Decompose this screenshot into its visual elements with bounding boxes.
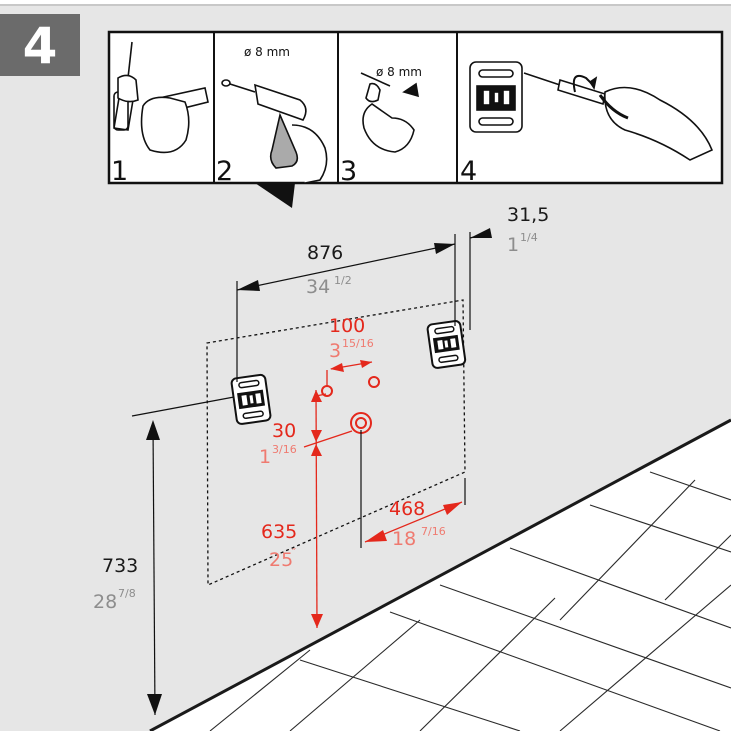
hole-spacing-mm-label: 100 [329,315,365,337]
floor-height-inch-fraction: 7/8 [118,587,136,600]
width-mm-label: 876 [307,242,343,264]
offset-inch-label: 1 [507,234,519,256]
left-wall-bracket [230,373,272,425]
floor-height-inch-label: 28 [93,591,117,613]
step-number: 4 [23,17,58,75]
hole-right [368,376,380,388]
panel-4-illustration [469,61,714,161]
panel-1-illustration [113,41,209,154]
hole-height-inch-label: 25 [269,549,293,571]
hole-height-mm-label: 635 [261,521,297,543]
bracket-offset-inch-fraction: 7/16 [421,525,446,538]
hole-height-inch-fraction: ″ [292,546,296,559]
hole-spacing-inch-fraction: 15/16 [342,337,374,350]
floor-tiles [209,471,731,731]
wall [0,5,731,731]
vertical-gap-inch-label: 1 [259,446,271,468]
vertical-gap-inch-fraction: 3/16 [272,443,297,456]
bracket-offset-inch-label: 18 [392,528,416,550]
black-arrowheads [146,228,492,715]
center-hole-inner [355,417,367,429]
red-arrowheads [311,360,462,628]
tv-outline [206,299,466,586]
panel-1-number: 1 [111,156,128,187]
bracket-offset-mm-label: 468 [389,498,425,520]
floor-edge [149,418,731,731]
panel-2-number: 2 [216,156,233,187]
vertical-gap-mm-label: 30 [272,420,296,442]
panel-3-number: 3 [340,156,357,187]
panel-4-number: 4 [460,156,477,187]
offset-mm-label: 31,5 [507,204,549,226]
floor-height-mm-label: 733 [102,555,138,577]
panel-2-drill-diameter: ø 8 mm [244,45,290,59]
right-wall-bracket [426,320,467,369]
step-badge [0,14,80,76]
width-inch-label: 34 [306,276,330,298]
panel-3-drill-diameter: ø 8 mm [376,65,422,79]
strip-pointer [255,183,295,208]
hole-spacing-inch-label: 3 [329,340,341,362]
width-inch-fraction: 1/2 [334,274,352,287]
panel-2-illustration [221,79,328,184]
offset-inch-fraction: 1/4 [520,231,538,244]
panel-3-illustration [360,72,419,153]
